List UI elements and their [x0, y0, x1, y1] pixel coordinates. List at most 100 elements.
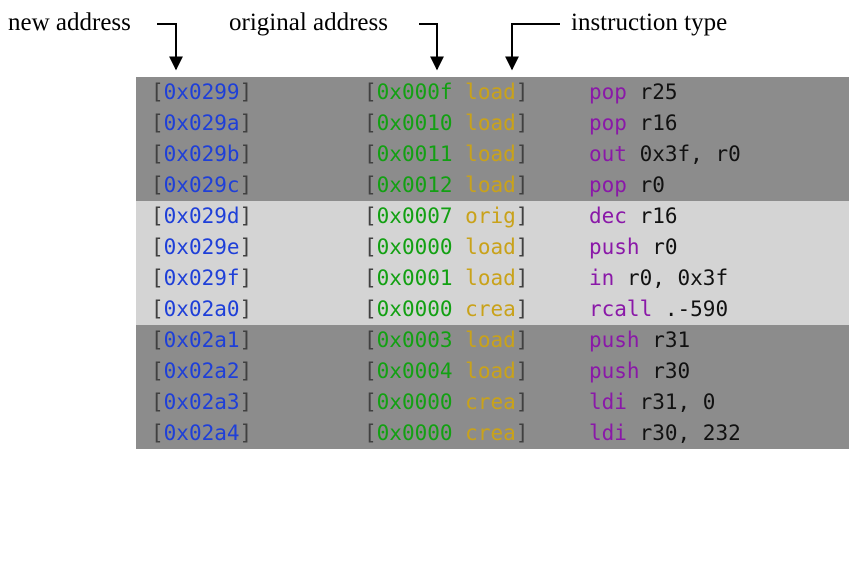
instruction-type-label: instruction type — [571, 9, 728, 36]
original-address-value: 0x0003 — [376, 328, 453, 352]
mnemonic-value: ldi — [589, 421, 627, 445]
instruction-row: [0x02a4] [0x0000 crea] ldi r30, 232 — [136, 418, 849, 449]
original-address-cell: [0x0000 crea] — [364, 421, 529, 445]
new-address-arrow — [157, 23, 183, 71]
new-address-value: 0x02a1 — [163, 328, 240, 352]
new-address-value: 0x02a0 — [163, 297, 240, 321]
new-address-value: 0x029a — [163, 111, 240, 135]
operands-value: r31 — [652, 328, 691, 352]
label-arrows — [157, 23, 560, 71]
instruction-type-value: crea — [465, 390, 516, 414]
mnemonic-value: out — [589, 142, 627, 166]
instruction-cell: dec r16 — [589, 201, 678, 232]
new-address-value: 0x02a3 — [163, 390, 240, 414]
new-address-cell: [0x02a1] — [151, 328, 253, 352]
instruction-cell: push r31 — [589, 325, 690, 356]
operands-value: r0 — [652, 235, 678, 259]
original-address-cell: [0x0007 orig] — [364, 204, 529, 228]
operands-value: r0 — [639, 173, 665, 197]
instruction-row: [0x029f] [0x0001 load] in r0, 0x3f — [136, 263, 849, 294]
instruction-cell: pop r0 — [589, 170, 665, 201]
instruction-cell: out 0x3f, r0 — [589, 139, 741, 170]
instruction-type-arrow — [505, 23, 560, 71]
original-address-cell: [0x000f load] — [364, 80, 529, 104]
new-address-cell: [0x029c] — [151, 173, 253, 197]
mnemonic-value: push — [589, 359, 640, 383]
new-address-cell: [0x02a0] — [151, 297, 253, 321]
mnemonic-value: push — [589, 328, 640, 352]
instruction-type-value: load — [465, 142, 516, 166]
instruction-row: [0x02a1] [0x0003 load] push r31 — [136, 325, 849, 356]
instruction-row: [0x029d] [0x0007 orig] dec r16 — [136, 201, 849, 232]
mnemonic-value: dec — [589, 204, 627, 228]
new-address-value: 0x029e — [163, 235, 240, 259]
instruction-cell: push r30 — [589, 356, 690, 387]
original-address-value: 0x0012 — [376, 173, 453, 197]
new-address-value: 0x029c — [163, 173, 240, 197]
operands-value: r31, 0 — [639, 390, 716, 414]
original-address-cell: [0x0000 crea] — [364, 390, 529, 414]
operands-value: r0, 0x3f — [626, 266, 729, 290]
original-address-value: 0x0010 — [376, 111, 453, 135]
original-address-cell: [0x0001 load] — [364, 266, 529, 290]
instruction-row: [0x029c] [0x0012 load] pop r0 — [136, 170, 849, 201]
instruction-cell: pop r25 — [589, 77, 678, 108]
new-address-value: 0x0299 — [163, 80, 240, 104]
instruction-type-value: crea — [465, 421, 516, 445]
operands-value: r30 — [652, 359, 691, 383]
new-address-cell: [0x029e] — [151, 235, 253, 259]
new-address-label: new address — [8, 9, 131, 36]
instruction-type-value: orig — [465, 204, 516, 228]
new-address-cell: [0x029f] — [151, 266, 253, 290]
new-address-cell: [0x029d] — [151, 204, 253, 228]
new-address-value: 0x02a4 — [163, 421, 240, 445]
new-address-cell: [0x02a4] — [151, 421, 253, 445]
mnemonic-value: push — [589, 235, 640, 259]
instruction-type-value: load — [465, 80, 516, 104]
new-address-cell: [0x029a] — [151, 111, 253, 135]
original-address-cell: [0x0010 load] — [364, 111, 529, 135]
operands-value: 0x3f, r0 — [639, 142, 741, 166]
operands-value: r16 — [639, 111, 678, 135]
instruction-table: [0x0299] [0x000f load] pop r25 [0x029a] … — [136, 77, 849, 449]
new-address-value: 0x02a2 — [163, 359, 240, 383]
mnemonic-value: pop — [589, 173, 627, 197]
instruction-type-value: load — [465, 173, 516, 197]
instruction-type-value: load — [465, 328, 516, 352]
operands-value: r25 — [639, 80, 678, 104]
new-address-cell: [0x02a2] — [151, 359, 253, 383]
instruction-cell: ldi r31, 0 — [589, 387, 715, 418]
original-address-value: 0x0007 — [376, 204, 453, 228]
original-address-value: 0x0001 — [376, 266, 453, 290]
instruction-type-value: load — [465, 266, 516, 290]
mnemonic-value: ldi — [589, 390, 627, 414]
mnemonic-value: pop — [589, 111, 627, 135]
instruction-type-value: load — [465, 235, 516, 259]
instruction-cell: pop r16 — [589, 108, 678, 139]
instruction-row: [0x02a2] [0x0004 load] push r30 — [136, 356, 849, 387]
mnemonic-value: rcall — [589, 297, 653, 321]
original-address-cell: [0x0012 load] — [364, 173, 529, 197]
instruction-row: [0x029e] [0x0000 load] push r0 — [136, 232, 849, 263]
operands-value: .-590 — [664, 297, 729, 321]
new-address-cell: [0x029b] — [151, 142, 253, 166]
original-address-cell: [0x0004 load] — [364, 359, 529, 383]
original-address-value: 0x0004 — [376, 359, 453, 383]
instruction-row: [0x029b] [0x0011 load] out 0x3f, r0 — [136, 139, 849, 170]
original-address-value: 0x0011 — [376, 142, 453, 166]
instruction-cell: push r0 — [589, 232, 678, 263]
original-address-value: 0x0000 — [376, 421, 453, 445]
instruction-type-value: crea — [465, 297, 516, 321]
original-address-arrow — [419, 23, 444, 71]
instruction-cell: in r0, 0x3f — [589, 263, 728, 294]
mnemonic-value: in — [589, 266, 615, 290]
original-address-value: 0x0000 — [376, 235, 453, 259]
original-address-value: 0x0000 — [376, 297, 453, 321]
instruction-cell: ldi r30, 232 — [589, 418, 741, 449]
new-address-value: 0x029d — [163, 204, 240, 228]
instruction-type-value: load — [465, 359, 516, 383]
instruction-row: [0x02a0] [0x0000 crea] rcall .-590 — [136, 294, 849, 325]
new-address-value: 0x029b — [163, 142, 240, 166]
new-address-value: 0x029f — [163, 266, 240, 290]
original-address-value: 0x0000 — [376, 390, 453, 414]
